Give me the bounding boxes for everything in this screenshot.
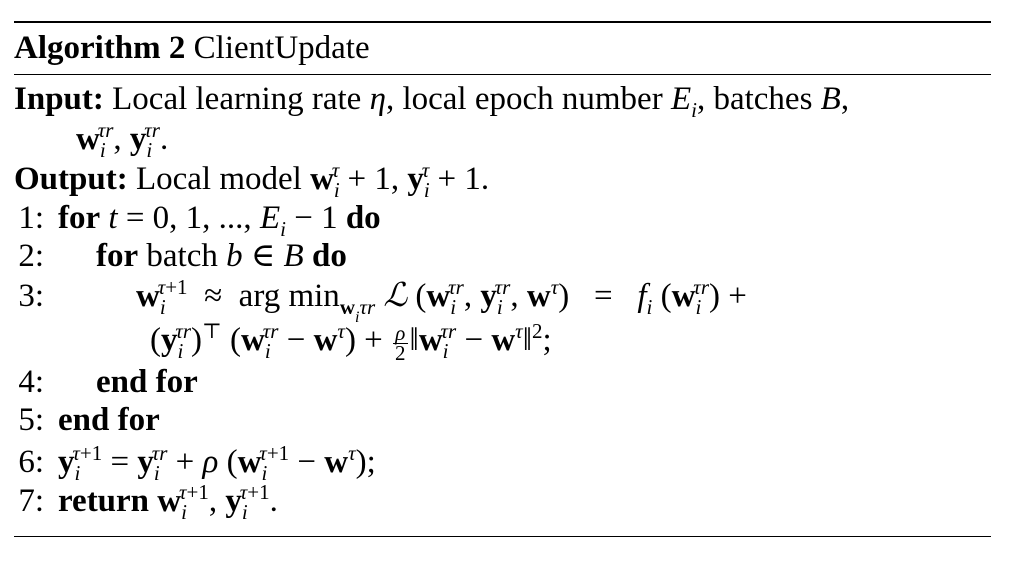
algorithm-block: Algorithm 2 ClientUpdate Input: Local le… (14, 0, 991, 566)
input-line-continued: wiτr, yiτr. (76, 118, 169, 162)
step-3: 3:wiτ+1 ≈ arg minwiτr ℒ (wiτr, yiτr, wτ)… (18, 275, 747, 326)
step-7: 7:return wiτ+1, yiτ+1. (18, 480, 278, 524)
output-label: Output: (14, 161, 128, 197)
bottom-rule (14, 536, 991, 537)
step-1: 1:for t = 0, 1, ..., Ei − 1 do (18, 200, 381, 241)
algorithm-title: Algorithm 2 ClientUpdate (14, 29, 370, 67)
top-rule (14, 21, 991, 23)
algorithm-name: ClientUpdate (193, 30, 370, 66)
input-line: Input: Local learning rate η, local epoc… (14, 80, 850, 122)
output-text: Local model (135, 161, 302, 197)
step-4: 4:end for (18, 364, 198, 400)
output-line: Output: Local model wiτ + 1, yiτ + 1. (14, 158, 490, 202)
step-5: 5:end for (18, 402, 160, 438)
algorithm-number: Algorithm 2 (14, 30, 186, 66)
input-text: Local learning rate η, local epoch numbe… (112, 81, 850, 122)
step-2: 2:for batch b ∈ B do (18, 238, 347, 274)
step-6: 6:yiτ+1 = yiτr + ρ (wiτ+1 − wτ); (18, 441, 376, 485)
title-rule (14, 74, 991, 75)
input-label: Input: (14, 81, 104, 117)
